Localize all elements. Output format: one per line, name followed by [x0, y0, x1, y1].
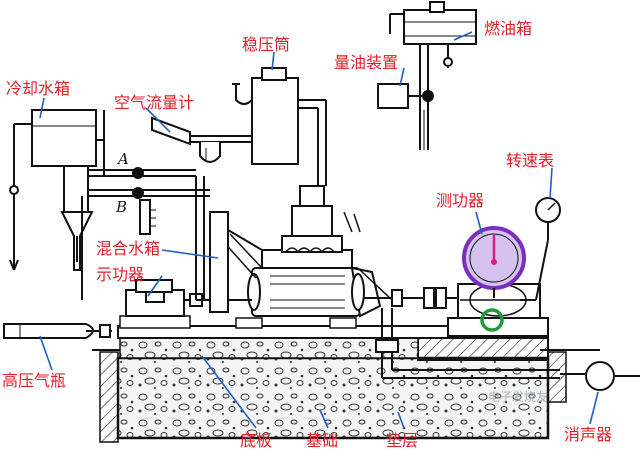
- label-base-plate: 底板: [240, 431, 273, 450]
- drive-shaft: [364, 287, 460, 309]
- label-dynamometer: 测功器: [436, 191, 485, 210]
- tachometer-gauge: [520, 197, 561, 301]
- marker-a: A: [118, 150, 129, 168]
- label-air-flow-meter: 空气流量计: [114, 93, 195, 112]
- fuel-tank: [389, 1, 477, 68]
- surge-tank: [232, 67, 327, 186]
- dynamometer: [447, 226, 549, 337]
- label-cooling-tank: 冷却水箱: [6, 79, 71, 98]
- label-surge-tank: 稳压筒: [242, 35, 291, 54]
- label-cushion: 垫层: [386, 431, 419, 450]
- indicator-device: [125, 279, 252, 317]
- cooling-tank: [9, 109, 105, 271]
- label-gas-cylinder: 高压气瓶: [2, 371, 67, 390]
- marker-b: B: [116, 198, 128, 216]
- gas-cylinder: [3, 323, 112, 339]
- watermark: 电子发烧友: [488, 390, 549, 404]
- label-mixing-tank: 混合水箱: [96, 239, 161, 258]
- fuel-meter: [377, 40, 434, 150]
- cushion-layer: [119, 335, 549, 361]
- label-muffler: 消声器: [564, 425, 613, 444]
- engine-body: [221, 185, 393, 318]
- label-foundation: 基础: [306, 431, 339, 450]
- label-tachometer: 转速表: [506, 151, 555, 170]
- label-fuel-tank: 燃油箱: [484, 19, 533, 38]
- label-fuel-meter: 量油装置: [334, 53, 399, 72]
- exhaust-system: [375, 308, 640, 391]
- label-indicator: 示功器: [96, 265, 145, 284]
- leader-lines: [39, 31, 599, 429]
- foundation-block: [92, 349, 600, 443]
